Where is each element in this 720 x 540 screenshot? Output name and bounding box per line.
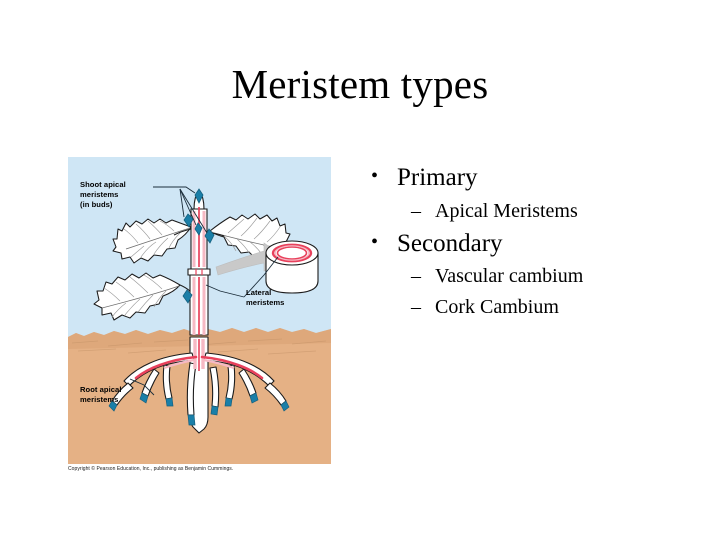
- plant-meristem-diagram: [68, 157, 331, 464]
- bullet-vascular-cambium-label: Vascular cambium: [435, 265, 584, 288]
- bullet-marker-dot: •: [371, 230, 379, 253]
- bud-axillary-mid: [194, 222, 203, 236]
- label-shoot-line-3: (in buds): [80, 200, 113, 210]
- bullet-vascular-cambium: – Vascular cambium: [365, 261, 710, 291]
- label-shoot-line-1: Shoot apical: [80, 180, 126, 189]
- label-lateral-line-2: meristems: [246, 298, 285, 308]
- bullet-apical-meristems-label: Apical Meristems: [435, 199, 578, 222]
- bud-axillary-lower: [182, 289, 193, 304]
- shoot-apical-meristem-buds: [182, 188, 215, 304]
- label-lateral-line-1: Lateral: [246, 288, 272, 297]
- bud-terminal: [194, 188, 204, 204]
- bullet-primary-label: Primary: [397, 164, 478, 191]
- bullet-marker-dash: –: [411, 265, 421, 288]
- bullet-cork-cambium: – Cork Cambium: [365, 292, 710, 322]
- petiole-upper-left: [173, 228, 192, 236]
- root-vascular-tissue: [134, 339, 264, 380]
- label-root-apical-meristems: Root apical meristems: [80, 385, 160, 405]
- label-shoot-apical-meristems: Shoot apical meristems (in buds): [80, 180, 166, 211]
- page-title: Meristem types: [231, 61, 489, 107]
- bullet-primary: • Primary: [365, 160, 710, 196]
- figure-panel: Shoot apical meristems (in buds) Lateral…: [68, 157, 331, 481]
- content-bullet-list: • Primary – Apical Meristems • Secondary…: [365, 160, 710, 322]
- leaf-upper-left: [112, 218, 192, 264]
- stem-cross-section-cylinder: [265, 240, 319, 294]
- bullet-apical-meristems: – Apical Meristems: [365, 196, 710, 226]
- bullet-secondary-label: Secondary: [397, 229, 503, 257]
- bullet-marker-dot: •: [371, 165, 379, 187]
- vascular-cambium-ring: [271, 243, 313, 263]
- bullet-secondary: • Secondary: [365, 226, 710, 262]
- label-lateral-meristems: Lateral meristems: [246, 288, 326, 308]
- label-shoot-line-2: meristems: [80, 190, 119, 200]
- leader-lines: [129, 186, 279, 396]
- petiole-lower-left: [179, 284, 191, 292]
- bullet-marker-dash: –: [411, 295, 421, 318]
- bud-axillary-right: [204, 228, 215, 244]
- figure-copyright-caption: Copyright © Pearson Education, Inc., pub…: [68, 466, 234, 472]
- label-root-line-2: meristems: [80, 395, 119, 405]
- leaf-lower-left: [93, 272, 181, 321]
- bud-axillary-left: [183, 213, 194, 228]
- bullet-cork-cambium-label: Cork Cambium: [435, 295, 559, 318]
- root-apical-meristem-tips: [108, 392, 290, 426]
- label-root-line-1: Root apical: [80, 385, 122, 394]
- bullet-marker-dash: –: [411, 199, 421, 222]
